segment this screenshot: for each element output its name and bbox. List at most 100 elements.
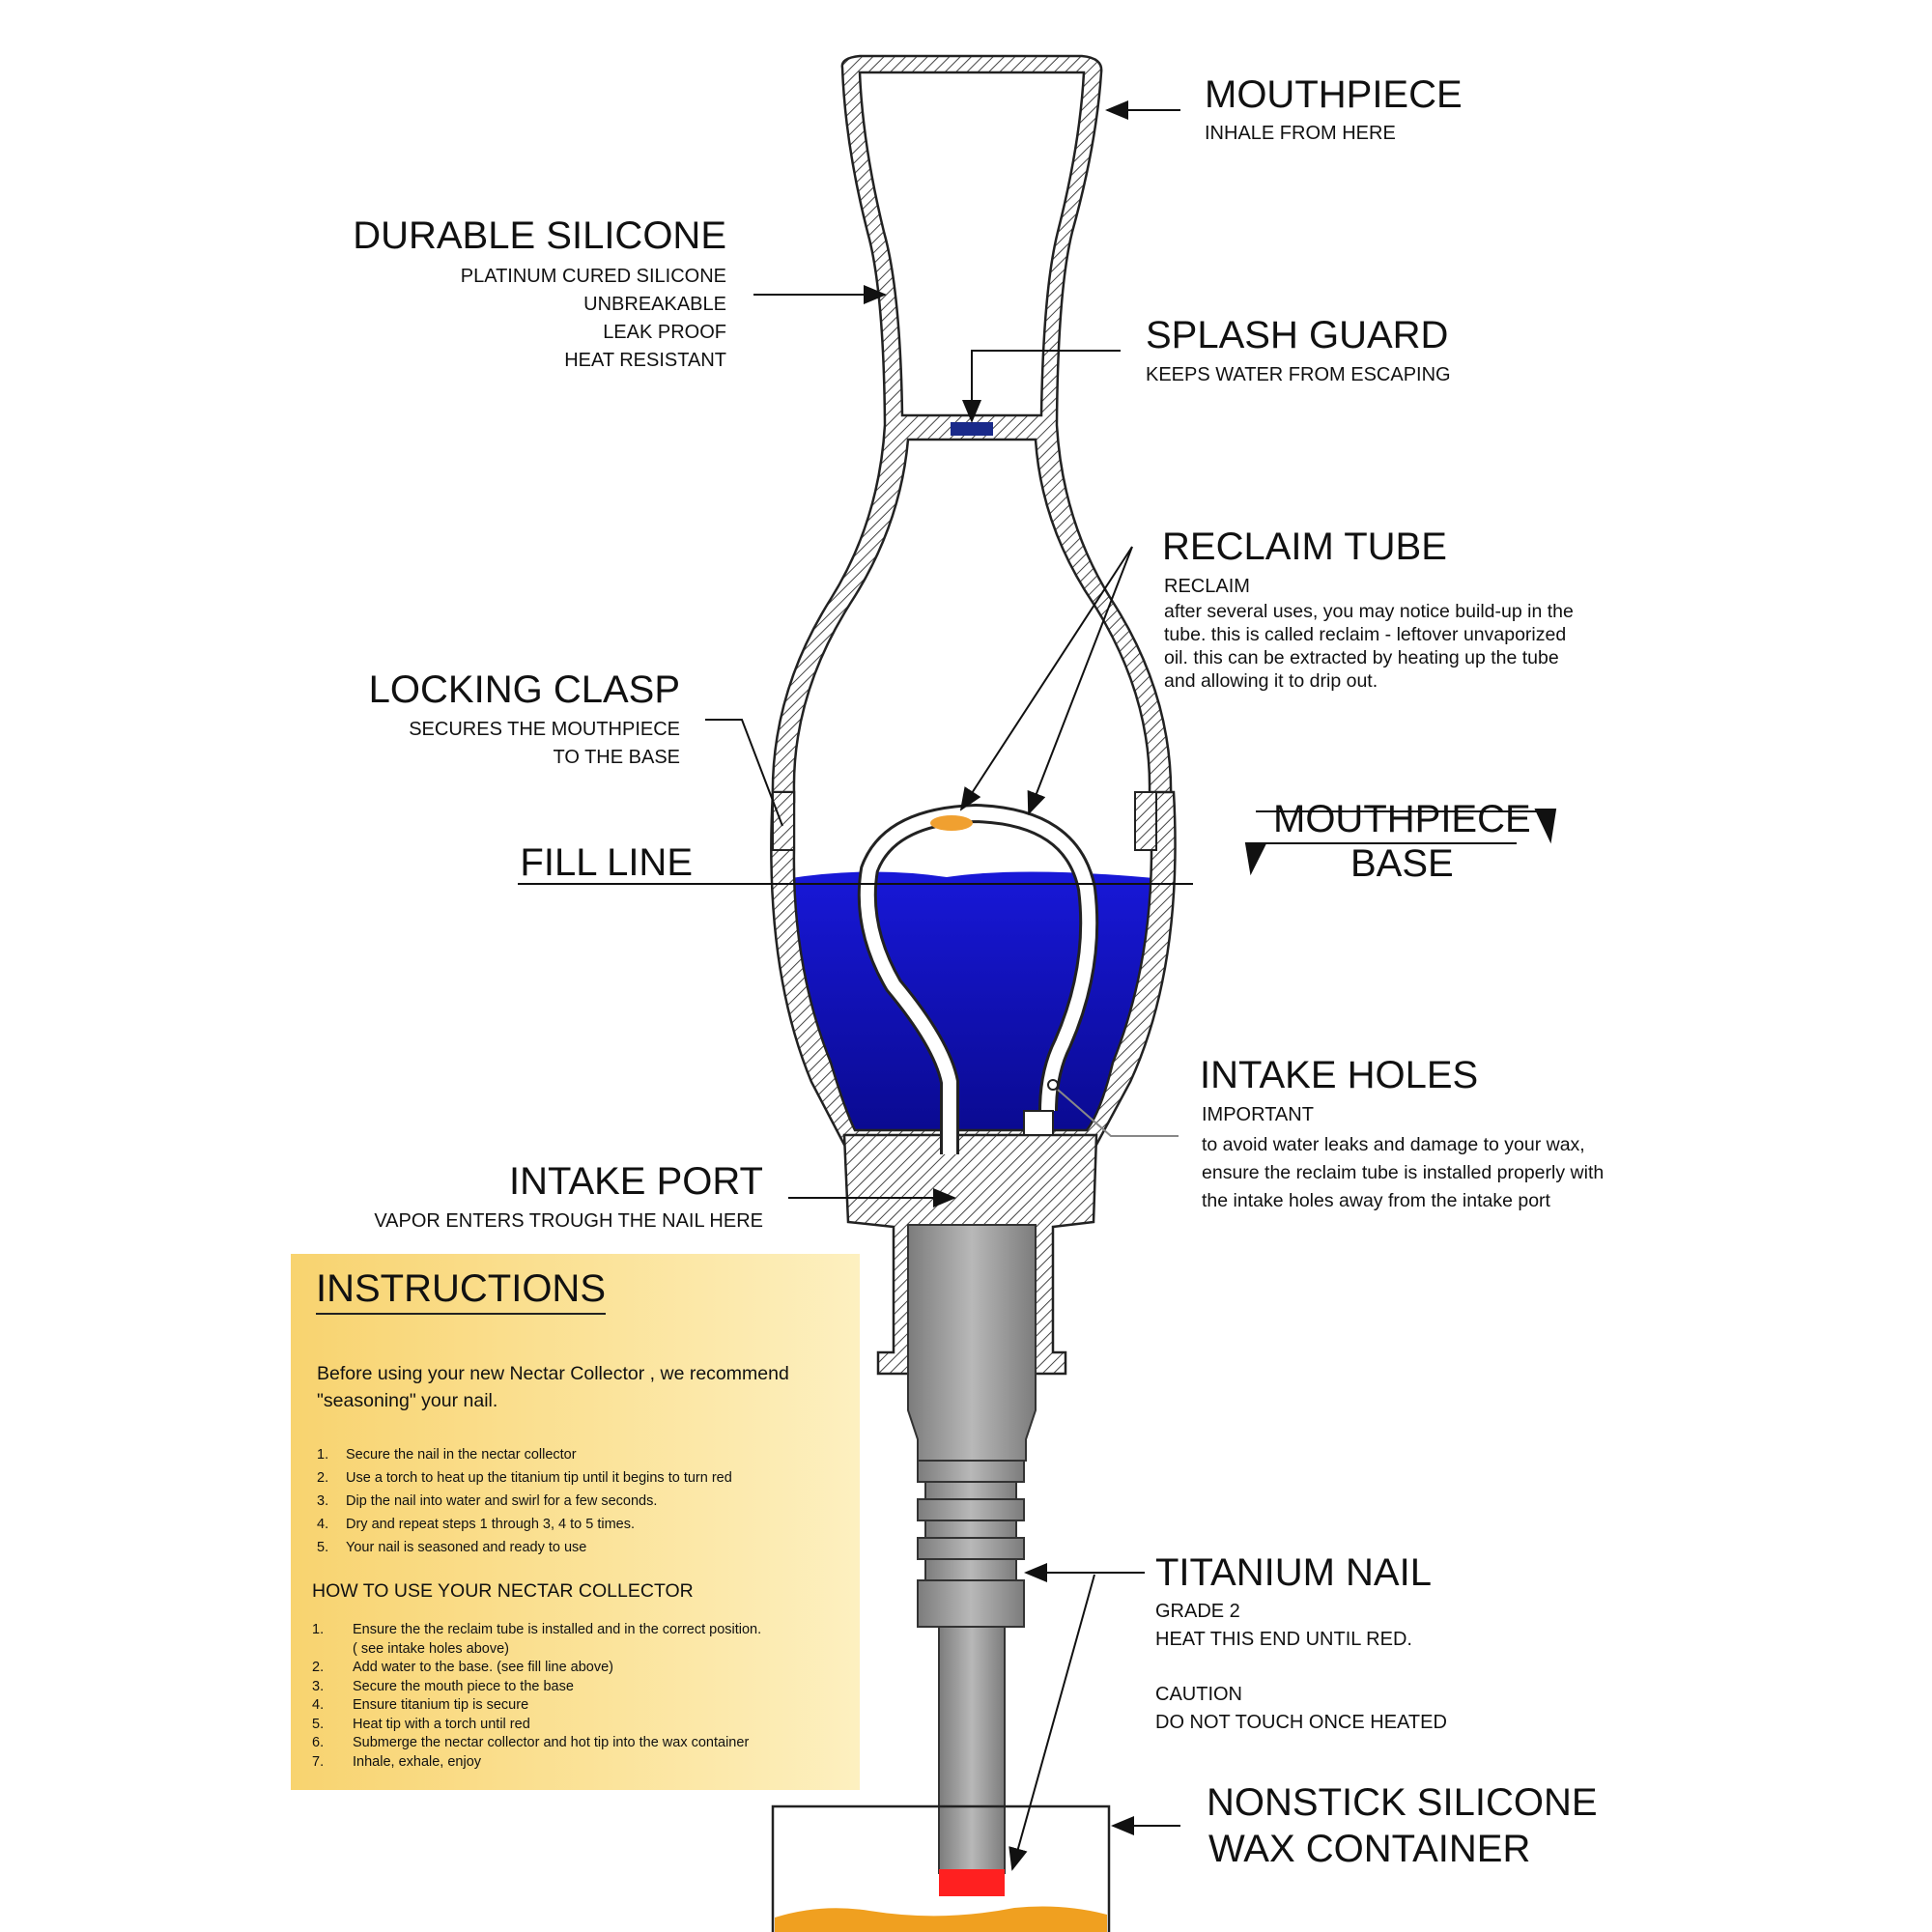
intake-holes-sub: IMPORTANT bbox=[1202, 1104, 1314, 1125]
wax-container-line2: WAX CONTAINER bbox=[1208, 1828, 1531, 1870]
line: to avoid water leaks and damage to your … bbox=[1202, 1134, 1585, 1155]
intake-port-title: INTAKE PORT bbox=[508, 1160, 763, 1203]
wax-container-line1: NONSTICK SILICONE bbox=[1207, 1781, 1598, 1824]
line: HEAT THIS END UNTIL RED. bbox=[1155, 1629, 1412, 1650]
splash-guard bbox=[951, 422, 993, 436]
reclaim-tube-title: RECLAIM TUBE bbox=[1162, 526, 1447, 568]
how-to-steps: 1. Ensure the the reclaim tube is instal… bbox=[312, 1621, 761, 1772]
wax bbox=[775, 1906, 1107, 1932]
locking-clasp-right bbox=[1134, 791, 1157, 851]
locking-clasp-desc: SECURES THE MOUTHPIECE TO THE BASE bbox=[409, 716, 680, 772]
list-item: 6. Submerge the nectar collector and hot … bbox=[312, 1734, 761, 1753]
line: after several uses, you may notice build… bbox=[1164, 601, 1574, 622]
nail-rod bbox=[938, 1626, 1006, 1874]
step-number: 4. bbox=[317, 1517, 329, 1532]
leader-lines bbox=[518, 100, 1193, 1871]
step-text: Dip the nail into water and swirl for a … bbox=[346, 1493, 658, 1509]
list-item: 2. Add water to the base. (see fill line … bbox=[312, 1659, 761, 1678]
hot-tip bbox=[939, 1869, 1005, 1896]
titanium-nail-desc: GRADE 2 HEAT THIS END UNTIL RED. CAUTION… bbox=[1155, 1598, 1447, 1737]
how-to-title: HOW TO USE YOUR NECTAR COLLECTOR bbox=[312, 1580, 694, 1602]
step-number: 1. bbox=[312, 1622, 325, 1637]
instructions-panel: INSTRUCTIONS Before using your new Necta… bbox=[291, 1254, 860, 1790]
titanium-nail bbox=[907, 1224, 1037, 1462]
reclaim-sub: RECLAIM bbox=[1164, 576, 1250, 597]
mouthpiece-base-line1: MOUTHPIECE bbox=[1273, 798, 1531, 840]
list-item: 2. Use a torch to heat up the titanium ti… bbox=[317, 1466, 732, 1490]
step-text: Dry and repeat steps 1 through 3, 4 to 5… bbox=[346, 1517, 636, 1532]
step-text: Use a torch to heat up the titanium tip … bbox=[346, 1470, 732, 1486]
intake-port-sub: VAPOR ENTERS TROUGH THE NAIL HERE bbox=[374, 1210, 763, 1232]
feature: PLATINUM CURED SILICONE bbox=[460, 266, 726, 287]
step-text: Heat tip with a torch until red bbox=[353, 1716, 530, 1732]
list-item: 1. Secure the nail in the nectar collecto… bbox=[317, 1443, 732, 1466]
step-number: 5. bbox=[317, 1540, 329, 1555]
step-number: 5. bbox=[312, 1716, 325, 1732]
list-item: 3. Secure the mouth piece to the base bbox=[312, 1678, 761, 1697]
intake-hole bbox=[1047, 1079, 1059, 1091]
list-item: 4. Dry and repeat steps 1 through 3, 4 to… bbox=[317, 1513, 732, 1536]
seasoning-steps: 1. Secure the nail in the nectar collecto… bbox=[317, 1443, 732, 1559]
line: ensure the reclaim tube is installed pro… bbox=[1202, 1162, 1605, 1183]
line: tube. this is called reclaim - leftover … bbox=[1164, 624, 1567, 645]
feature: HEAT RESISTANT bbox=[564, 350, 726, 371]
step-text: Add water to the base. (see fill line ab… bbox=[353, 1660, 614, 1675]
step-number: 2. bbox=[312, 1660, 325, 1675]
step-text-continued: ( see intake holes above) bbox=[353, 1640, 510, 1657]
feature: UNBREAKABLE bbox=[583, 294, 726, 315]
durable-silicone-title: DURABLE SILICONE bbox=[353, 214, 726, 257]
splash-guard-sub: KEEPS WATER FROM ESCAPING bbox=[1146, 364, 1451, 385]
splash-guard-title: SPLASH GUARD bbox=[1146, 314, 1449, 356]
step-text: Ensure the the reclaim tube is installed… bbox=[353, 1622, 762, 1637]
reclaim-description: after several uses, you may notice build… bbox=[1164, 600, 1574, 693]
intake-holes-desc: to avoid water leaks and damage to your … bbox=[1202, 1131, 1604, 1215]
step-text: Secure the nail in the nectar collector bbox=[346, 1447, 577, 1463]
step-text: Inhale, exhale, enjoy bbox=[353, 1753, 482, 1770]
wax-container bbox=[771, 1804, 1111, 1932]
line: SECURES THE MOUTHPIECE bbox=[409, 719, 680, 740]
line: CAUTION bbox=[1155, 1684, 1242, 1705]
intake-holes-title: INTAKE HOLES bbox=[1200, 1054, 1479, 1096]
instructions-title: INSTRUCTIONS bbox=[316, 1267, 606, 1315]
step-text: Your nail is seasoned and ready to use bbox=[346, 1540, 587, 1555]
locking-clasp-title: LOCKING CLASP bbox=[368, 668, 680, 711]
step-text: Submerge the nectar collector and hot ti… bbox=[353, 1735, 750, 1750]
step-number: 4. bbox=[312, 1697, 325, 1713]
line: the intake holes away from the intake po… bbox=[1202, 1190, 1550, 1211]
step-text: Ensure titanium tip is secure bbox=[353, 1697, 529, 1713]
line: GRADE 2 bbox=[1155, 1601, 1240, 1622]
list-item: 3. Dip the nail into water and swirl for … bbox=[317, 1490, 732, 1513]
list-item: 1. Ensure the the reclaim tube is instal… bbox=[312, 1621, 761, 1659]
step-number: 3. bbox=[317, 1493, 329, 1509]
step-number: 3. bbox=[312, 1678, 325, 1694]
list-item: 4. Ensure titanium tip is secure bbox=[312, 1696, 761, 1716]
step-number: 6. bbox=[312, 1735, 325, 1750]
instructions-intro: Before using your new Nectar Collector ,… bbox=[317, 1363, 789, 1411]
step-number: 1. bbox=[317, 1447, 329, 1463]
list-item: 5. Heat tip with a torch until red bbox=[312, 1716, 761, 1735]
mouthpiece-sub: INHALE FROM HERE bbox=[1205, 123, 1396, 144]
mouthpiece-title: MOUTHPIECE bbox=[1205, 73, 1463, 116]
mouthpiece-base-brackets bbox=[1244, 809, 1557, 876]
list-item: 5. Your nail is seasoned and ready to use bbox=[317, 1536, 732, 1559]
locking-clasp-left bbox=[772, 791, 795, 851]
durable-silicone-list: PLATINUM CURED SILICONE UNBREAKABLE LEAK… bbox=[461, 263, 726, 375]
fill-line-label: FILL LINE bbox=[520, 841, 693, 884]
mouthpiece-interior bbox=[858, 71, 1086, 417]
list-item: 7. Inhale, exhale, enjoy bbox=[312, 1753, 761, 1773]
step-number: 7. bbox=[312, 1753, 325, 1770]
reclaim-buildup bbox=[930, 815, 973, 831]
base-wall bbox=[770, 790, 1177, 1147]
mouthpiece-base-line2: BASE bbox=[1350, 842, 1454, 885]
step-number: 2. bbox=[317, 1470, 329, 1486]
line: DO NOT TOUCH ONCE HEATED bbox=[1155, 1712, 1447, 1733]
line: oil. this can be extracted by heating up… bbox=[1164, 647, 1559, 668]
feature: LEAK PROOF bbox=[603, 322, 726, 343]
step-text: Secure the mouth piece to the base bbox=[353, 1678, 574, 1694]
line: TO THE BASE bbox=[553, 747, 680, 768]
titanium-nail-title: TITANIUM NAIL bbox=[1155, 1551, 1432, 1594]
nail-rings bbox=[917, 1460, 1025, 1628]
line: and allowing it to drip out. bbox=[1164, 670, 1378, 692]
